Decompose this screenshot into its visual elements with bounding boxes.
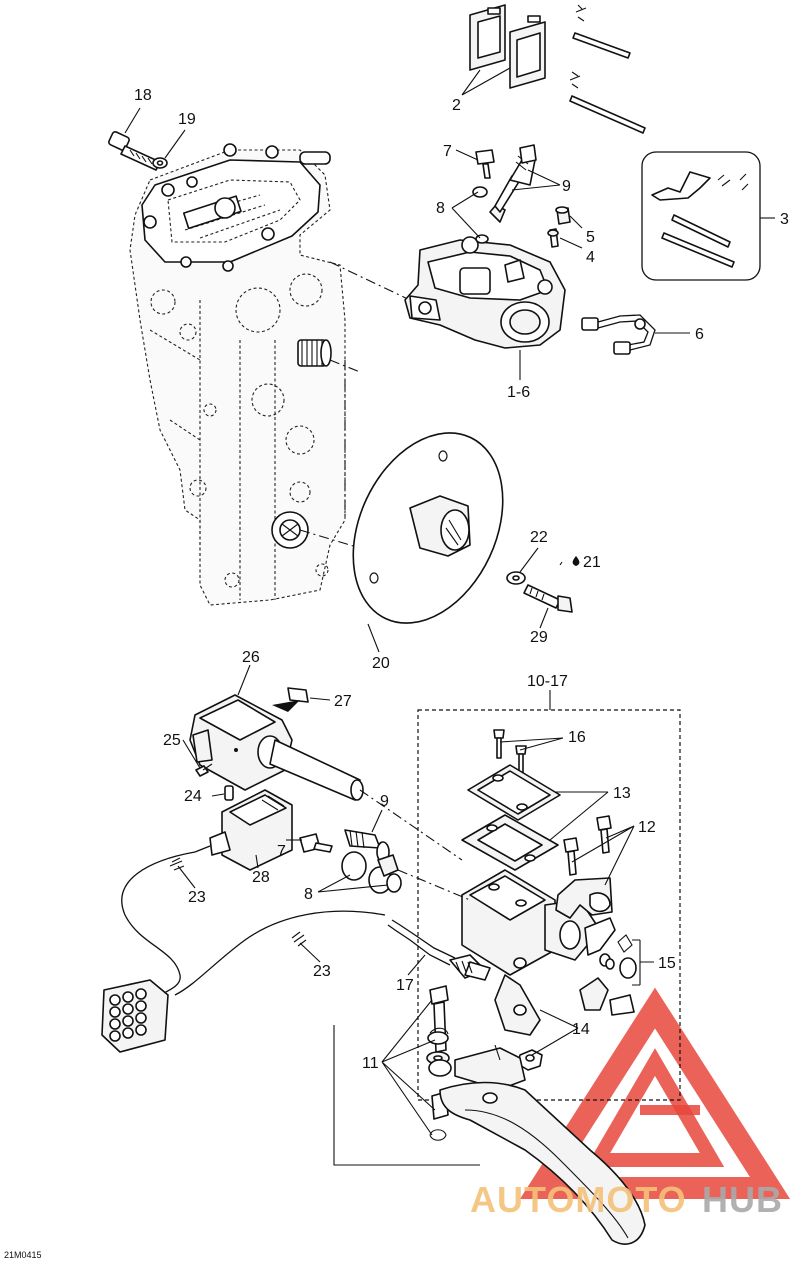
bolt-29	[523, 584, 573, 613]
callout-23-middle: 23	[313, 963, 331, 980]
callout-24: 24	[184, 788, 202, 805]
diagram-code: 21M0415	[4, 1250, 42, 1260]
callout-7-lower: 7	[277, 843, 286, 860]
brake-disc-20	[352, 432, 504, 624]
banjo-fitting-9-upper	[489, 144, 537, 223]
callout-29: 29	[530, 629, 548, 646]
sealing-washers-8-upper	[472, 186, 489, 244]
washer-22	[506, 571, 526, 585]
connector-block	[101, 979, 169, 1053]
callout-6: 6	[695, 326, 704, 343]
callout-19: 19	[178, 111, 196, 128]
callout-4: 4	[586, 249, 595, 266]
leader-lines	[124, 67, 775, 1136]
callout-25: 25	[163, 732, 181, 749]
master-cylinder-group-box	[417, 709, 681, 1101]
pad-pins	[569, 4, 646, 134]
callout-2: 2	[452, 97, 461, 114]
callout-14: 14	[572, 1021, 590, 1038]
brake-caliper	[404, 236, 566, 349]
gearbox-housing	[129, 143, 346, 606]
screw-25	[195, 763, 213, 777]
callout-18: 18	[134, 87, 152, 104]
callout-20: 20	[372, 655, 390, 672]
callout-8-upper: 8	[436, 200, 445, 217]
brake-line-6	[581, 314, 656, 355]
callout-9-upper: 9	[562, 178, 571, 195]
callout-27: 27	[334, 693, 352, 710]
banjo-bolt-7-upper	[475, 149, 495, 179]
label-27	[272, 687, 309, 712]
callout-1-6: 1-6	[507, 384, 530, 401]
callout-28: 28	[252, 869, 270, 886]
callout-16: 16	[568, 729, 586, 746]
handlebar-clamp-12	[555, 877, 616, 956]
hardware-kit-3	[641, 151, 761, 281]
callout-3: 3	[780, 211, 789, 228]
watermark-text: AUTOMOTO HUB	[470, 1179, 783, 1220]
washer-19	[152, 157, 168, 169]
bolt-18	[108, 131, 161, 171]
callout-15: 15	[658, 955, 676, 972]
callout-12: 12	[638, 819, 656, 836]
callout-11: 11	[362, 1055, 379, 1072]
alignment-line-heater	[359, 789, 463, 861]
watermark-text-hub: HUB	[702, 1179, 783, 1220]
alignment-line-disc	[329, 359, 361, 373]
switch-28	[194, 789, 293, 871]
automotohub-logo	[519, 987, 791, 1199]
alignment-line-caliper	[329, 261, 411, 301]
switch-parts-15	[599, 934, 637, 979]
connector-pins	[109, 988, 147, 1042]
callout-8-lower: 8	[304, 886, 313, 903]
spring-24	[224, 785, 234, 801]
banjo-fitting-9-lower	[344, 829, 399, 877]
bleeder-screw-4	[547, 228, 559, 248]
banjo-bolt-7-lower	[299, 833, 333, 853]
callout-17: 17	[396, 977, 414, 994]
callout-26: 26	[242, 649, 260, 666]
alignment-line-banjo	[397, 869, 471, 901]
boot-and-piston	[579, 977, 635, 1016]
clamp-screws-12	[563, 815, 612, 876]
watermark-text-automoto: AUTOMOTO	[470, 1179, 687, 1220]
reservoir-diaphragm-13	[461, 814, 559, 871]
grip-heater-26	[189, 694, 364, 801]
callout-10-17: 10-17	[527, 673, 568, 690]
callout-7-upper: 7	[443, 143, 452, 160]
callout-21: 21	[583, 554, 601, 571]
brake-pads-2	[469, 4, 546, 89]
callout-9-lower: 9	[380, 793, 389, 810]
bleeder-cap-5	[555, 206, 571, 225]
callout-5: 5	[586, 229, 595, 246]
callout-22: 22	[530, 529, 548, 546]
callout-labels: 2 3 4 5 6 1-6 7 8 9 18 19 20 21 22 29 10…	[4, 87, 789, 1260]
threadlock-drop-21	[572, 556, 580, 566]
callout-13: 13	[613, 785, 631, 802]
pushrod-17	[387, 919, 491, 981]
callout-23-left: 23	[188, 889, 206, 906]
reservoir-cover-13	[467, 764, 561, 821]
brake-lever	[428, 1047, 646, 1245]
lever-guide-line	[494, 1044, 501, 1061]
